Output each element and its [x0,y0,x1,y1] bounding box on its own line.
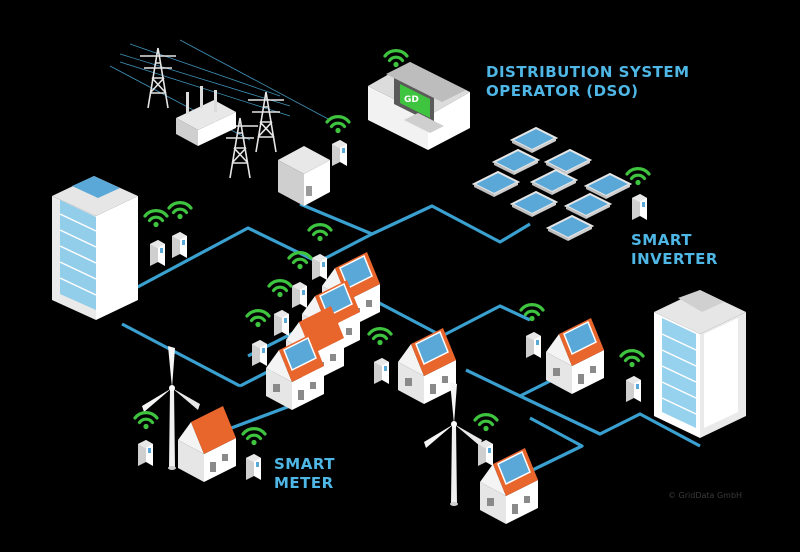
wifi-icon [619,349,645,369]
house-icon [397,327,457,405]
smart-meter-icon [252,340,267,366]
transmission-tower-icon [109,39,331,179]
smart-meter-icon [526,332,541,358]
smart-meter-icon [292,282,307,308]
substation-icon [278,146,330,206]
wifi-icon [383,49,409,69]
smart-meter-icon [150,240,165,266]
house-icon [265,333,325,411]
wifi-icon [287,251,313,271]
wifi-icon [367,327,393,347]
office-building-icon [654,290,746,438]
smart-meter-icon [332,140,347,166]
wifi-icon [325,115,351,135]
wifi-icon [245,309,271,329]
transformer-icon [176,86,236,146]
wifi-icon [167,201,193,221]
smart-inverter-label-line1: SMART [631,231,692,249]
smart-meter-icon [246,454,261,480]
smart-meter-icon [478,440,493,466]
computer-monitor-icon: GD [368,62,470,150]
wifi-icon [625,167,651,187]
smart-meter-icon [312,254,327,280]
wifi-icon [241,427,267,447]
smart-meter-icon [374,358,389,384]
smart-meter-icon [632,194,647,220]
dso-label-line2: OPERATOR (DSO) [486,82,639,100]
house-icon [178,406,236,482]
smart-meter-label-line1: SMART [274,455,335,473]
solar-panel-icon [473,127,631,242]
wifi-icon [473,413,499,433]
house-icon [545,317,605,395]
wifi-icon [143,209,169,229]
smart-meter-icon [138,440,153,466]
dso-label-line1: DISTRIBUTION SYSTEM [486,63,690,81]
copyright-text: © GridData GmbH [668,491,743,500]
smart-inverter-label-line2: INVERTER [631,250,718,268]
grid-network-lines [121,202,701,482]
wind-turbine-icon [424,382,482,506]
smart-meter-icon [626,376,641,402]
wifi-icon [133,411,159,431]
wifi-icon [307,223,333,243]
smart-meter-icon [172,232,187,258]
smart-inverter-label: SMART INVERTER [631,231,718,269]
dso-label: DISTRIBUTION SYSTEM OPERATOR (DSO) [486,63,690,101]
screen-logo: GD [404,95,419,105]
wifi-icon [267,279,293,299]
smart-meter-label-line2: METER [274,474,334,492]
smart-meter-icon [274,310,289,336]
office-building-icon [52,176,138,320]
smart-meter-label: SMART METER [274,455,335,493]
